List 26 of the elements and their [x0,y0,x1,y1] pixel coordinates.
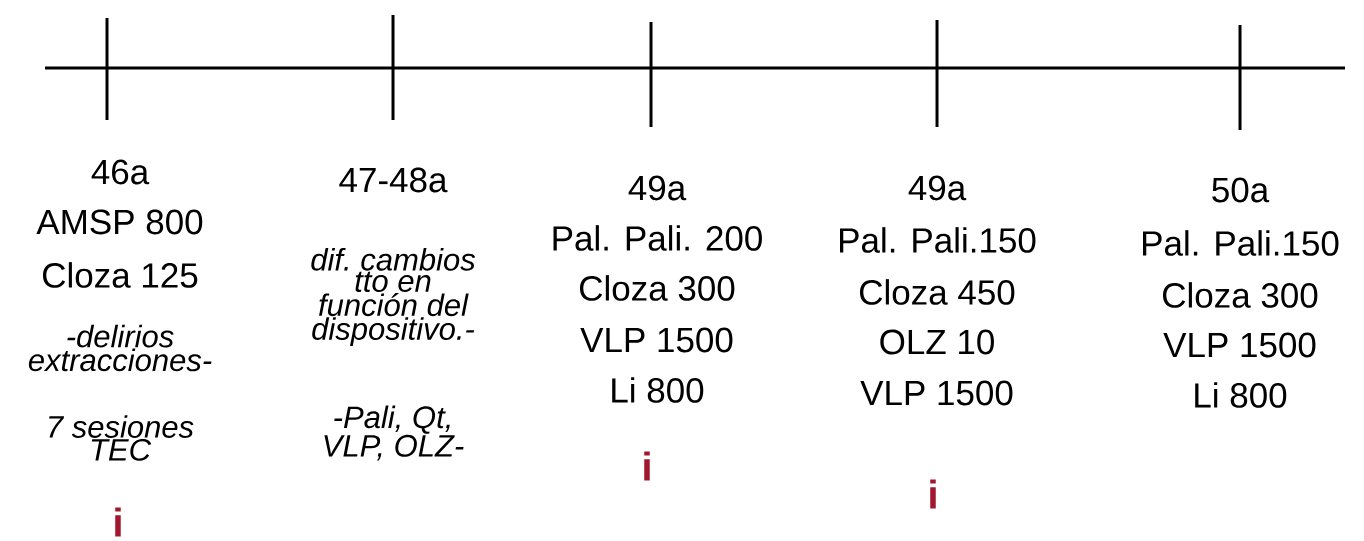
note-text: -Pali, Qt, VLP, OLZ- [324,405,464,461]
dosage-label: OLZ 10 [880,329,994,355]
info-marker: i [930,479,936,509]
dosage-label: Cloza 300 [580,275,735,301]
dosage-label: VLP 1500 [1163,332,1316,358]
date-label: 50a [1212,177,1270,203]
info-marker: i [115,507,121,537]
note-text: 7 sesiones TEC [49,415,194,461]
dosage-label: AMSP 800 [36,209,203,235]
date-label: 49a [908,175,967,201]
dosage-label: Pal. Pali.150 [1143,230,1339,256]
date-label: 49a [628,175,687,201]
dosage-label: Cloza 125 [42,262,198,288]
dosage-label: Cloza 450 [860,279,1015,305]
dosage-label: Pal. Pali.150 [840,227,1036,253]
note-text: dif. cambios tto en función del dispositivo.- [311,247,476,347]
dosage-label: Pal. Pali. 200 [553,225,762,251]
date-label: 47-48a [339,167,448,193]
dosage-label: Li 800 [612,377,704,403]
dosage-label: Cloza 300 [1163,282,1318,308]
date-label: 46a [91,159,150,185]
dosage-label: VLP 1500 [580,327,733,353]
dosage-label: VLP 1500 [860,380,1013,406]
note-text: -delirios extracciones- [28,324,212,372]
info-marker: i [644,451,650,481]
dosage-label: Li 800 [1195,382,1287,408]
